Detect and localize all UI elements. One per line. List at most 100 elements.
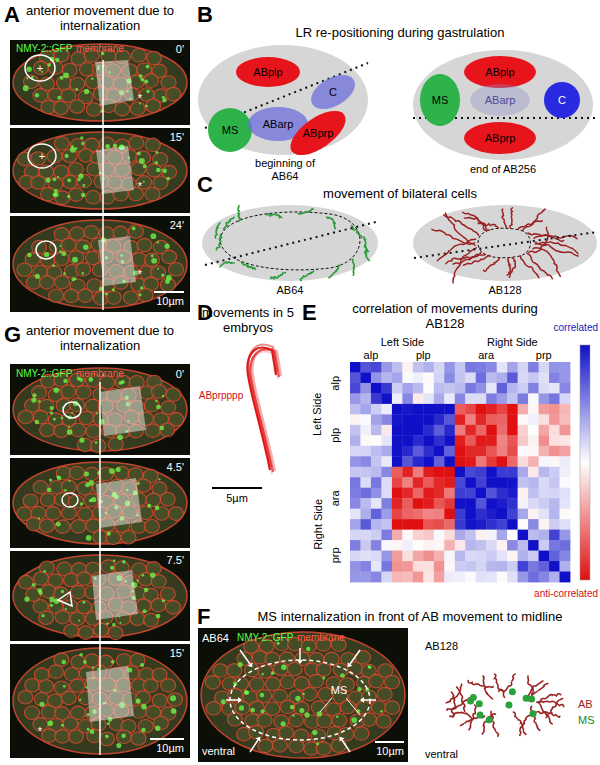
cell-membrane — [265, 702, 280, 716]
matrix-cell — [444, 435, 455, 446]
matrix-cell — [497, 467, 508, 478]
matrix-cell — [392, 551, 403, 562]
myosin-spot — [119, 622, 121, 624]
myosin-spot — [340, 673, 345, 678]
matrix-cell — [497, 572, 508, 583]
matrix-cell — [402, 467, 413, 478]
matrix-cell — [549, 425, 560, 436]
matrix-cell — [444, 498, 455, 509]
matrix-cell — [560, 551, 571, 562]
axis-label: Right Side — [312, 499, 325, 550]
matrix-cell — [476, 477, 487, 488]
cell-membrane — [121, 531, 136, 545]
myosin-spot — [238, 662, 243, 667]
cell-membrane — [18, 575, 33, 589]
cell-membrane — [101, 560, 116, 574]
cell-label: ABprpppp — [199, 390, 243, 402]
stage-label: AB128 — [425, 640, 458, 653]
stage-label: AB64 — [202, 632, 229, 645]
myosin-spot — [109, 468, 115, 474]
arrow-head — [248, 662, 253, 667]
cell-membrane — [160, 423, 175, 437]
matrix-cell — [476, 404, 487, 415]
matrix-cell — [402, 425, 413, 436]
ab-region-outline — [230, 660, 370, 740]
cell-body — [544, 82, 580, 118]
matrix-cell — [518, 425, 529, 436]
myosin-spot — [23, 85, 29, 91]
matrix-cell — [423, 456, 434, 467]
matrix-cell — [549, 362, 560, 373]
matrix-cell — [413, 383, 424, 394]
axis-line — [205, 222, 376, 265]
matrix-cell — [371, 572, 382, 583]
panel-letter: C — [197, 172, 213, 197]
matrix-cell — [486, 383, 497, 394]
matrix-cell — [381, 509, 392, 520]
cell-membrane — [39, 276, 54, 290]
myosin-spot — [171, 708, 177, 714]
myosin-spot — [61, 590, 64, 593]
cell-name: MS — [222, 124, 239, 136]
matrix-cell — [497, 488, 508, 499]
cell-membrane — [32, 240, 47, 254]
myosin-spot — [150, 233, 156, 239]
cell-membrane — [168, 263, 183, 277]
cell-name: ABarp — [485, 94, 516, 106]
matrix-cell — [381, 551, 392, 562]
myosin-spot — [72, 277, 76, 281]
matrix-cell — [402, 383, 413, 394]
matrix-cell — [455, 551, 466, 562]
cell-membrane — [39, 519, 54, 533]
myosin-spot — [32, 583, 36, 587]
matrix-cell — [392, 404, 403, 415]
tracked-cell — [86, 666, 134, 722]
matrix-cell — [486, 551, 497, 562]
matrix-cell — [371, 414, 382, 425]
myosin-spot — [136, 699, 141, 704]
myosin-spot — [144, 588, 149, 593]
cell-label: MS — [331, 684, 348, 697]
matrix-cell — [350, 435, 361, 446]
myosin-spot — [170, 695, 176, 701]
matrix-cell — [381, 540, 392, 551]
myosin-spot — [107, 532, 111, 536]
cell-membrane — [280, 675, 295, 689]
cell-membrane — [78, 289, 93, 303]
matrix-cell — [465, 519, 476, 530]
cell-membrane — [64, 289, 79, 303]
matrix-cell — [560, 519, 571, 530]
arrow-head — [360, 697, 364, 703]
cell-membrane — [61, 480, 76, 494]
matrix-cell — [476, 446, 487, 457]
myosin-spot — [31, 397, 36, 402]
matrix-cell — [465, 530, 476, 541]
cell-ellipse: C — [544, 82, 580, 118]
matrix-cell — [371, 393, 382, 404]
matrix-cell — [392, 393, 403, 404]
myosin-spot — [139, 74, 143, 78]
arrow-head — [340, 737, 345, 742]
matrix-cell — [476, 414, 487, 425]
matrix-cell — [381, 383, 392, 394]
matrix-cell — [392, 540, 403, 551]
embryo — [13, 132, 187, 209]
myosin-spot — [89, 480, 95, 486]
time-label: 0' — [176, 43, 184, 56]
cell-name: MS — [432, 94, 449, 106]
matrix-cell — [402, 530, 413, 541]
cell-membrane — [71, 585, 86, 599]
matrix-cell — [507, 561, 518, 572]
cell-body — [208, 108, 252, 152]
cell-ellipse: ABplp — [236, 57, 300, 87]
myosin-spot — [162, 395, 164, 397]
myosin-spot — [79, 699, 81, 701]
matrix-cell — [402, 446, 413, 457]
cell-trajectory — [364, 237, 369, 252]
cell-membrane — [32, 386, 47, 400]
axis-label: ara — [478, 349, 494, 362]
matrix-cell — [528, 498, 539, 509]
myosin-spot — [57, 96, 61, 100]
cell-membrane — [31, 176, 46, 190]
matrix-cell — [392, 446, 403, 457]
